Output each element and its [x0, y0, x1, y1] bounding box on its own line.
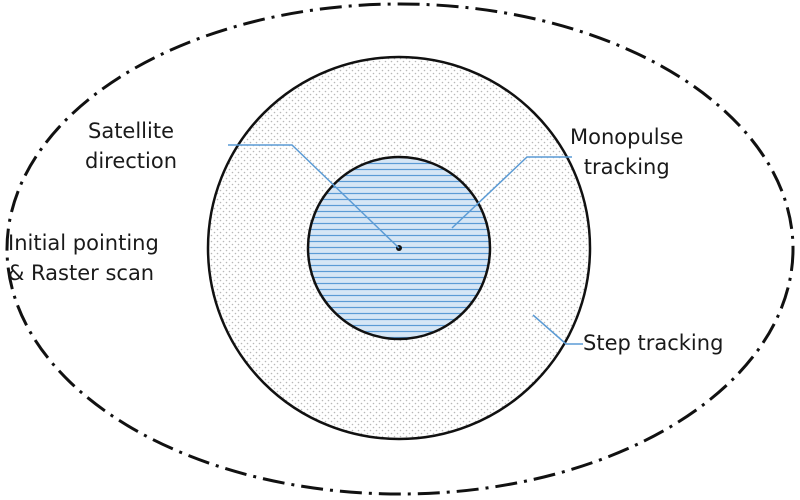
monopulse-tracking-label-line1: Monopulse [570, 125, 684, 149]
monopulse-tracking-label-line2: tracking [583, 155, 670, 179]
monopulse-leader-line [451, 156, 572, 229]
satellite-leader-line [228, 144, 400, 249]
initial-pointing-label-line2: & Raster scan [8, 261, 155, 285]
monopulse-tracking-label: Monopulse tracking [570, 122, 683, 182]
step-tracking-leader-line [532, 314, 583, 345]
step-tracking-label-line1: Step tracking [583, 331, 724, 355]
satellite-direction-label-line1: Satellite [88, 119, 175, 143]
outer-zone-ellipse [5, 2, 795, 496]
initial-pointing-label: Initial pointing & Raster scan [8, 228, 159, 288]
initial-pointing-label-line1: Initial pointing [8, 231, 159, 255]
satellite-direction-label-line2: direction [85, 149, 178, 173]
satellite-direction-label: Satellite direction [85, 116, 177, 176]
step-tracking-label: Step tracking [583, 328, 723, 358]
